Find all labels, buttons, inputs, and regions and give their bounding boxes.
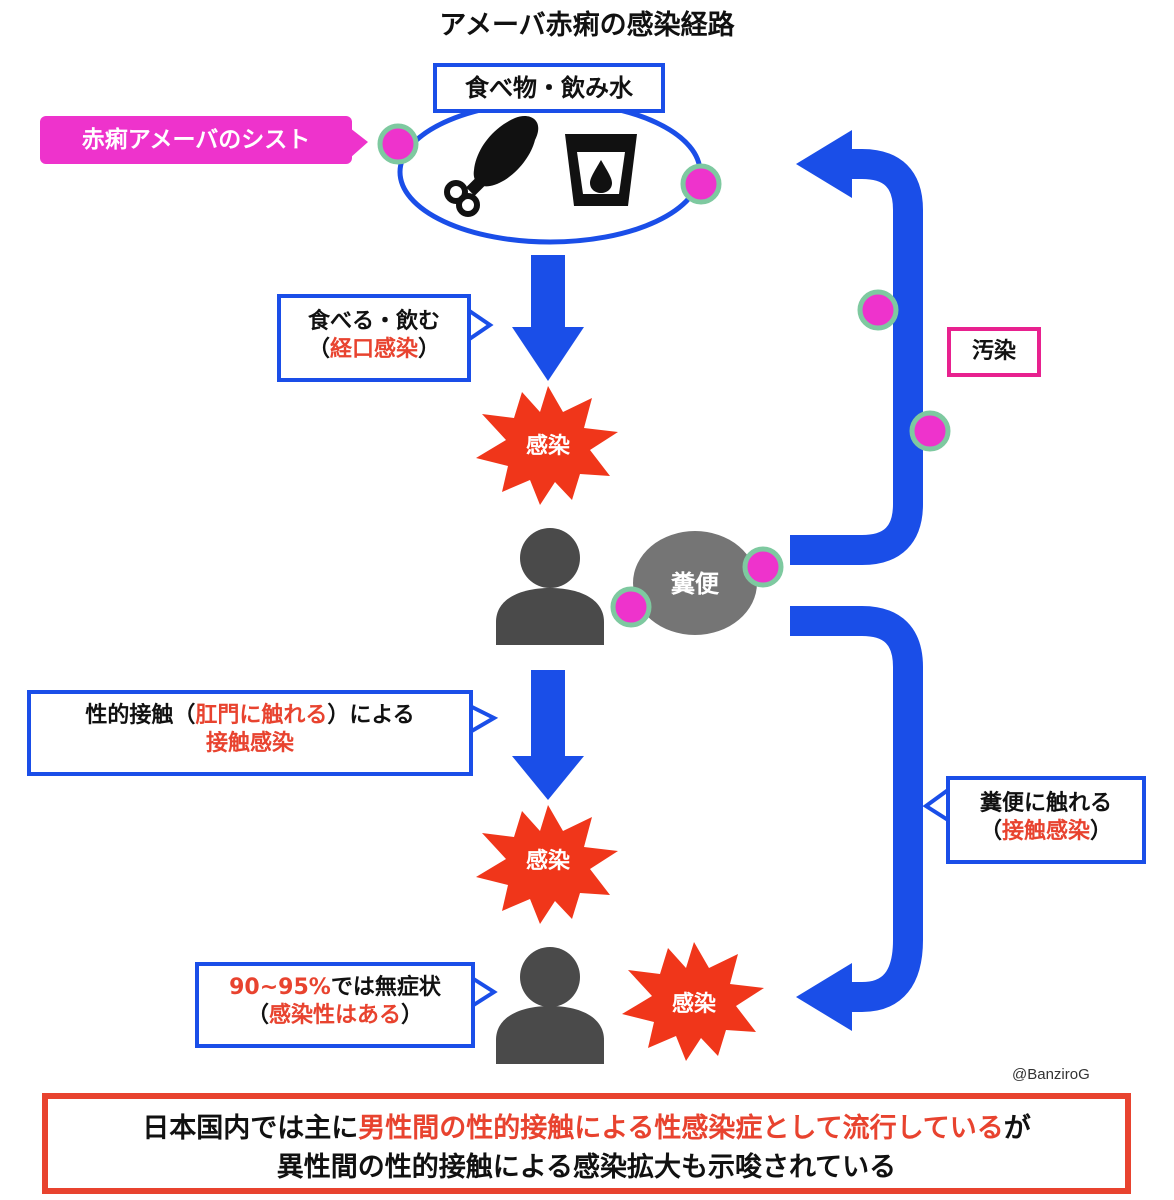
infection-label-3: 感染: [671, 992, 716, 1017]
cyst-dots: [377, 123, 951, 628]
sexual-callout-line1: 性的接触（肛門に触れる）による: [85, 703, 415, 728]
touch-callout-line1: 糞便に触れる: [979, 791, 1112, 816]
touch-callout-line2: （接触感染）: [979, 818, 1113, 844]
feces-label: 糞便: [670, 570, 720, 598]
arrow-eat-down: [512, 255, 584, 381]
asymptomatic-callout: 90~95%では無症状 （感染性はある）: [195, 962, 475, 1048]
asymptomatic-line2: （感染性はある）: [246, 1002, 424, 1028]
eat-callout-line1: 食べる・飲む: [307, 309, 440, 334]
eat-callout-line2: （経口感染）: [307, 336, 441, 362]
feces-blob: [633, 531, 757, 635]
cyst-label: 赤痢アメーバのシスト: [40, 116, 352, 164]
sexual-callout-line2: 接触感染: [205, 730, 294, 756]
sexual-callout-pointer: [468, 702, 499, 736]
sexual-contact-callout: 性的接触（肛門に触れる）による 接触感染: [27, 690, 473, 776]
summary-line2: 異性間の性的接触による感染拡大も示唆されている: [276, 1152, 897, 1184]
infection-label-2: 感染: [525, 849, 570, 874]
infection-burst-1: [476, 386, 618, 505]
water-cup-icon: [565, 134, 637, 206]
person-icon-infected: [496, 528, 604, 645]
cyst-callout-pointer: [350, 128, 368, 158]
contamination-callout: 汚染: [947, 327, 1041, 377]
food-water-text: 食べ物・飲み水: [465, 74, 633, 102]
touch-callout-pointer: [922, 786, 950, 824]
food-water-label: 食べ物・飲み水: [433, 63, 665, 113]
eat-callout: 食べる・飲む （経口感染）: [277, 294, 471, 382]
touch-loop-arrow: [790, 606, 923, 1031]
author-credit: @BanziroG: [1012, 1066, 1090, 1083]
page-title: アメーバ赤痢の感染経路: [439, 9, 735, 41]
summary-box: 日本国内では主に男性間の性的接触による性感染症として流行しているが 異性間の性的…: [42, 1093, 1131, 1194]
person-icon-asymptomatic: [496, 947, 604, 1064]
eat-callout-pointer: [466, 306, 494, 344]
contamination-loop-arrow: [790, 130, 923, 565]
chicken-leg-icon: [444, 116, 539, 217]
infection-burst-2: [476, 805, 618, 924]
infection-burst-3: [622, 942, 764, 1061]
arrow-sexual-down: [512, 670, 584, 800]
food-water-ellipse: [397, 99, 703, 245]
touch-feces-callout: 糞便に触れる （接触感染）: [946, 776, 1146, 864]
cyst-label-text: 赤痢アメーバのシスト: [81, 127, 311, 153]
asymptomatic-callout-pointer: [470, 974, 498, 1010]
summary-line1: 日本国内では主に男性間の性的接触による性感染症として流行しているが: [142, 1113, 1031, 1144]
contamination-text: 汚染: [971, 339, 1016, 364]
infection-label-1: 感染: [525, 434, 570, 459]
asymptomatic-line1: 90~95%では無症状: [229, 975, 441, 1000]
